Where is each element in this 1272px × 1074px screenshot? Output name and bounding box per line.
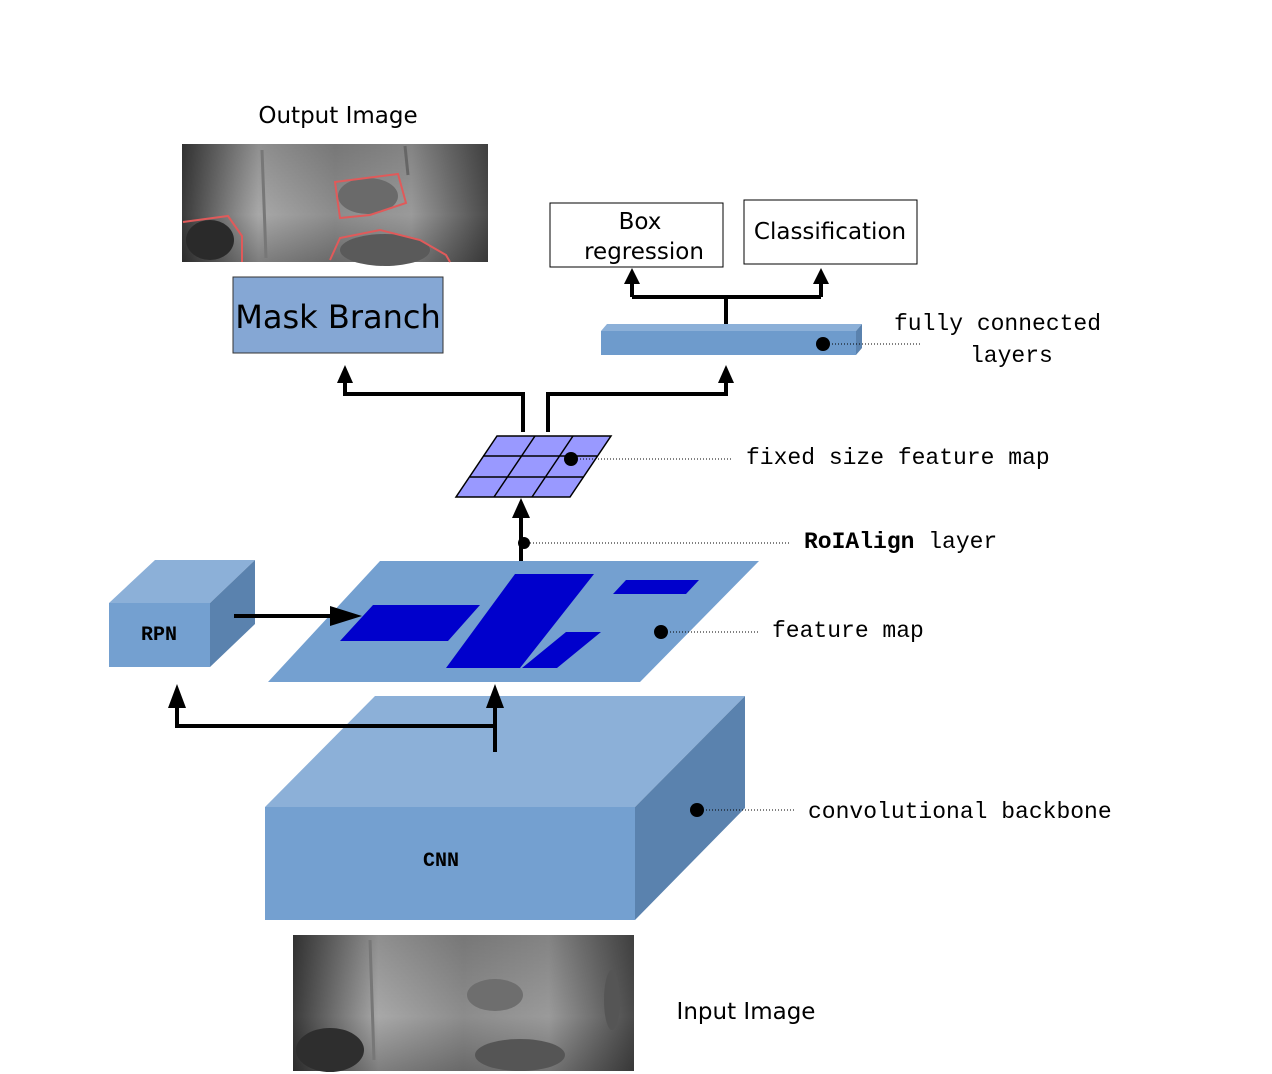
roialign-annotation: RoIAlign layer [804,529,997,555]
mask-branch-label: Mask Branch [235,298,440,336]
box-regression-box [549,202,724,268]
cnn-label: CNN [423,850,459,873]
cnn-box [265,696,745,920]
backbone-annotation: convolutional backbone [808,799,1112,825]
classification-box [743,199,918,265]
fully-connected-layer [601,324,862,355]
output-image [182,144,488,266]
roi-region [522,632,601,668]
roi-region [446,574,594,668]
roialign-annotation-rest: layer [914,529,997,555]
mask-branch-box [232,276,444,354]
branch-arrows [337,365,734,432]
fc-annotation-line1: fully connected [894,311,1101,337]
rpn-to-feature-map-arrow [234,606,362,626]
classification-label: Classification [754,219,906,245]
input-image [293,935,634,1072]
fc-annotation-line2: layers [970,343,1053,369]
roi-region [340,605,480,641]
box-regression-label-line1: Box [619,209,662,235]
cnn-output-arrows [168,684,504,752]
fc-output-arrows [624,268,829,327]
output-image-label: Output Image [258,103,417,129]
rpn-box [109,560,255,667]
feature-map-annotation: feature map [772,618,924,644]
feature-map [268,561,759,682]
roi-region [613,580,699,594]
box-regression-label-line2: regression [584,239,704,265]
fixed-map-annotation: fixed size feature map [746,445,1050,471]
rpn-label: RPN [141,624,177,647]
fixed-size-feature-map [454,435,613,498]
input-image-label: Input Image [677,999,816,1025]
roialign-annotation-bold: RoIAlign [804,529,914,555]
